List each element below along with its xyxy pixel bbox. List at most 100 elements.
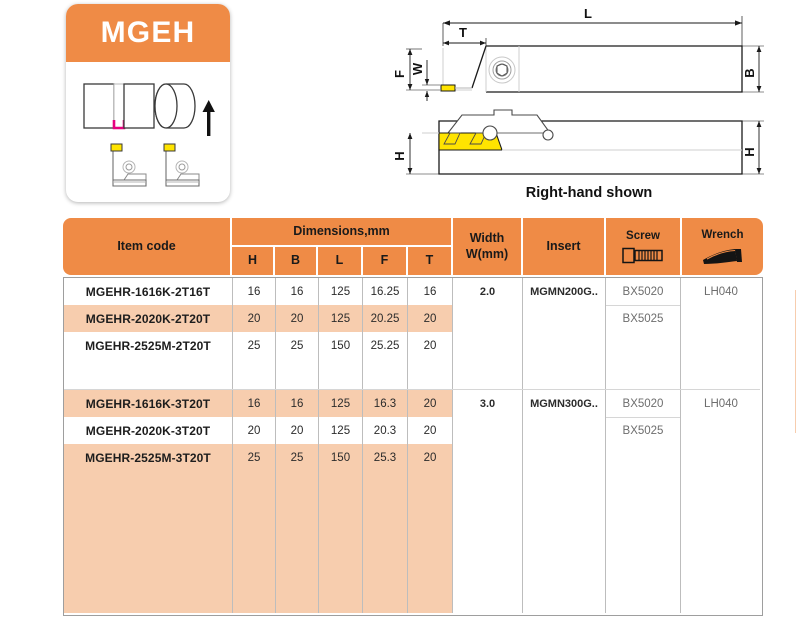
dim-label-H-left: H — [392, 151, 407, 160]
up-arrow-icon — [202, 100, 215, 136]
item-code-value: MGEHR-2525M-2T20T — [85, 338, 211, 353]
cell-insert-group1: MGMN200G.. — [530, 285, 598, 298]
cell-B: 25 — [290, 451, 304, 464]
header-width: Width W(mm) — [453, 218, 521, 275]
screw-divider-g2 — [606, 417, 680, 418]
header-item-code-label: Item code — [117, 238, 176, 253]
item-code-value: MGEHR-1616K-2T16T — [85, 284, 211, 299]
cell-L: 150 — [330, 451, 351, 464]
cell-L: 150 — [330, 339, 351, 352]
specification-table: Item code Dimensions,mm H B L F T Width … — [63, 218, 763, 618]
cell-width-group2: 3.0 — [479, 397, 496, 410]
header-col-L: L — [318, 247, 361, 275]
technical-drawing: L T F W B H H Right-hand shown — [392, 2, 798, 207]
header-col-T: T — [408, 247, 451, 275]
col-divider-H — [275, 278, 276, 613]
cell-L: 125 — [330, 285, 351, 298]
col-divider-L — [362, 278, 363, 613]
header-wrench: Wrench — [682, 218, 763, 275]
cell-B: 16 — [290, 397, 304, 410]
col-divider-T — [452, 278, 453, 613]
cell-F: 16.25 — [370, 285, 400, 298]
cell-T: 20 — [423, 424, 437, 437]
cell-insert-group2: MGMN300G.. — [530, 397, 598, 410]
page-edge-marker — [795, 290, 796, 433]
dim-label-B: B — [742, 68, 757, 77]
cell-wrench-group2: LH040 — [704, 397, 738, 410]
cell-screw-group1-b: BX5025 — [622, 312, 664, 325]
item-code-value: MGEHR-1616K-3T20T — [85, 396, 211, 411]
cell-B: 25 — [290, 339, 304, 352]
header-insert: Insert — [523, 218, 604, 275]
dim-label-F: F — [392, 70, 407, 78]
cell-F: 20.25 — [370, 312, 400, 325]
cell-T: 16 — [423, 285, 437, 298]
table-row: MGEHR-1616K-2T16T — [64, 278, 232, 305]
table-row: MGEHR-2525M-2T20T — [64, 332, 232, 359]
cell-L: 125 — [330, 424, 351, 437]
item-code-value: MGEHR-2525M-3T20T — [85, 450, 211, 465]
cell-wrench-group1: LH040 — [704, 285, 738, 298]
cell-T: 20 — [423, 397, 437, 410]
cell-T: 20 — [423, 312, 437, 325]
cell-B: 20 — [290, 424, 304, 437]
row-shade-g2r1 — [64, 390, 452, 417]
group-separator — [64, 389, 760, 390]
header-width-unit: W(mm) — [465, 246, 509, 261]
item-code-value: MGEHR-2020K-3T20T — [85, 423, 211, 438]
cell-B: 16 — [290, 285, 304, 298]
cell-H: 16 — [247, 285, 261, 298]
cell-F: 25.25 — [370, 339, 400, 352]
cell-F: 25.3 — [373, 451, 397, 464]
header-col-H: H — [232, 247, 273, 275]
cell-H: 20 — [247, 424, 261, 437]
cell-width-group1: 2.0 — [479, 285, 496, 298]
cell-F: 16.3 — [373, 397, 397, 410]
cell-L: 125 — [330, 312, 351, 325]
col-divider-F — [407, 278, 408, 613]
empty-area-shade — [64, 471, 452, 613]
table-row: MGEHR-2525M-3T20T — [64, 444, 232, 471]
cell-T: 20 — [423, 339, 437, 352]
row-shade-g2r3 — [64, 444, 452, 471]
col-divider-insert — [605, 278, 606, 613]
dim-label-L: L — [584, 6, 592, 21]
dim-label-T: T — [459, 25, 467, 40]
cell-screw-group2-a: BX5020 — [622, 397, 664, 410]
cell-H: 25 — [247, 451, 261, 464]
cell-T: 20 — [423, 451, 437, 464]
table-row: MGEHR-1616K-3T20T — [64, 390, 232, 417]
col-divider-itemcode — [232, 278, 233, 613]
grooving-operation-diagram — [83, 83, 215, 187]
cell-screw-group1-a: BX5020 — [622, 285, 664, 298]
table-body-border — [63, 277, 763, 616]
header-dimensions-label: Dimensions,mm — [293, 223, 390, 238]
header-col-F: F — [363, 247, 406, 275]
cell-screw-group2-b: BX5025 — [622, 424, 664, 437]
table-row: MGEHR-2020K-3T20T — [64, 417, 232, 444]
cell-H: 20 — [247, 312, 261, 325]
logo-illustration — [66, 62, 230, 202]
cell-H: 16 — [247, 397, 261, 410]
item-code-value: MGEHR-2020K-2T20T — [85, 311, 211, 326]
cell-B: 20 — [290, 312, 304, 325]
dim-label-W: W — [410, 62, 425, 75]
table-row: MGEHR-2020K-2T20T — [64, 305, 232, 332]
header-item-code: Item code — [63, 218, 230, 275]
cell-H: 25 — [247, 339, 261, 352]
header-screw: Screw — [606, 218, 680, 275]
product-logo-card: MGEH — [66, 4, 230, 202]
screw-icon — [622, 247, 663, 263]
header-dimensions-group: Dimensions,mm — [232, 218, 451, 245]
screw-divider-g1 — [606, 305, 680, 306]
cell-F: 20.3 — [373, 424, 397, 437]
col-divider-width — [522, 278, 523, 613]
logo-title: MGEH — [100, 16, 196, 49]
col-divider-screw — [680, 278, 681, 613]
drawing-caption: Right-hand shown — [526, 185, 652, 201]
header-col-B: B — [275, 247, 316, 275]
hex-key-wrench-icon — [702, 249, 742, 264]
row-shade-g1r2 — [64, 305, 452, 332]
logo-banner: MGEH — [66, 4, 230, 62]
col-divider-B — [318, 278, 319, 613]
